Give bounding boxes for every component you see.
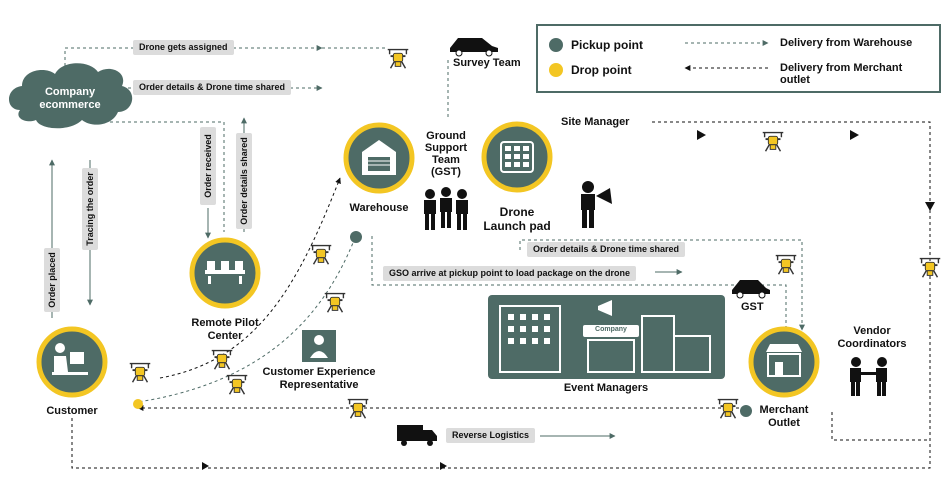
site-arrow-1 xyxy=(697,130,706,140)
drop-legend-dot xyxy=(549,63,563,77)
pickup-legend-dot xyxy=(549,38,563,52)
reverse-logistics-pill: Reverse Logistics xyxy=(446,428,536,443)
gst-team-icon xyxy=(424,187,468,230)
drone-icon-8 xyxy=(225,374,249,396)
tracing-pill: Tracing the order xyxy=(82,168,98,250)
bottom-arrow-1 xyxy=(202,462,209,470)
warehouse-legend-label: Delivery from Warehouse xyxy=(780,37,913,49)
gst-car-icon xyxy=(732,280,770,299)
site-manager-icon xyxy=(581,181,612,228)
drone-icon-3 xyxy=(918,257,942,279)
remote-pilot-label: Remote Pilot Center xyxy=(191,317,259,342)
site-manager-line xyxy=(652,121,931,458)
drone-icon-1 xyxy=(386,48,410,70)
pickup-dot-merchant xyxy=(740,405,752,417)
drone-icon-5 xyxy=(309,244,333,266)
order-details-site-line xyxy=(519,239,805,331)
truck-icon xyxy=(397,425,437,446)
survey-car-icon xyxy=(450,38,498,57)
site-arrow-2 xyxy=(850,130,859,140)
order-details-shared-pill: Order details shared xyxy=(236,133,252,229)
pilot-desk-icon xyxy=(205,261,245,284)
drone-icon-9 xyxy=(128,362,152,384)
drop-dot-customer xyxy=(133,399,143,409)
company-to-pilot-line xyxy=(110,121,225,232)
order-details-company-pill: Order details & Drone time shared xyxy=(133,80,292,95)
launch-pad-icon xyxy=(500,141,534,173)
drone-icon-7 xyxy=(210,349,234,371)
survey-team-label: Survey Team xyxy=(453,57,521,69)
gso-pill: GSO arrive at pickup point to load packa… xyxy=(383,266,637,281)
merchant-circle xyxy=(748,326,820,398)
bottom-return-line xyxy=(71,418,931,469)
customer-icon xyxy=(52,343,88,375)
vendor-line xyxy=(831,412,930,441)
warehouse-label: Warehouse xyxy=(349,202,409,214)
company-cloud xyxy=(8,63,133,129)
vendor-label: Vendor Coordinators xyxy=(837,325,907,350)
order-details-site-pill: Order details & Drone time shared xyxy=(527,242,686,257)
drop-legend-label: Drop point xyxy=(571,63,632,77)
gst-label: GST xyxy=(741,301,764,313)
cx-rep-label: Customer Experience Representative xyxy=(262,366,376,391)
pickup-drop-curve xyxy=(137,237,356,403)
pickup-legend-label: Pickup point xyxy=(571,38,643,52)
drone-assigned-line xyxy=(64,45,323,78)
drone-assigned-pill: Drone gets assigned xyxy=(133,40,234,55)
company-label: Company ecommerce xyxy=(39,86,101,111)
company-sign-label: Company xyxy=(595,326,627,333)
launch-pad-label: Drone Launch pad xyxy=(483,205,551,233)
event-managers-label: Event Managers xyxy=(563,382,649,394)
handshake-icon xyxy=(850,357,887,396)
drone-icon-4 xyxy=(774,254,798,276)
site-manager-label: Site Manager xyxy=(561,116,630,128)
pickup-dot-warehouse xyxy=(350,231,362,243)
city-icon xyxy=(499,305,711,373)
customer-label: Customer xyxy=(46,405,98,417)
drone-icon-2 xyxy=(761,131,785,153)
gso-line xyxy=(371,236,787,330)
drone-icon-11 xyxy=(716,398,740,420)
order-placed-pill: Order placed xyxy=(44,248,60,312)
shop-icon xyxy=(766,344,802,377)
drone-icon-6 xyxy=(323,292,347,314)
site-arrow-3 xyxy=(925,202,935,211)
merchant-legend-label: Delivery from Merchant outlet xyxy=(780,62,903,86)
order-received-pill: Order received xyxy=(200,127,216,205)
drone-icon-10 xyxy=(346,398,370,420)
merchant-label: Merchant Outlet xyxy=(759,404,809,429)
legend-box xyxy=(536,24,941,93)
bottom-arrow-2 xyxy=(440,462,447,470)
customer-warehouse-curve xyxy=(159,177,341,379)
gst-team-label: Ground Support Team (GST) xyxy=(424,130,468,178)
